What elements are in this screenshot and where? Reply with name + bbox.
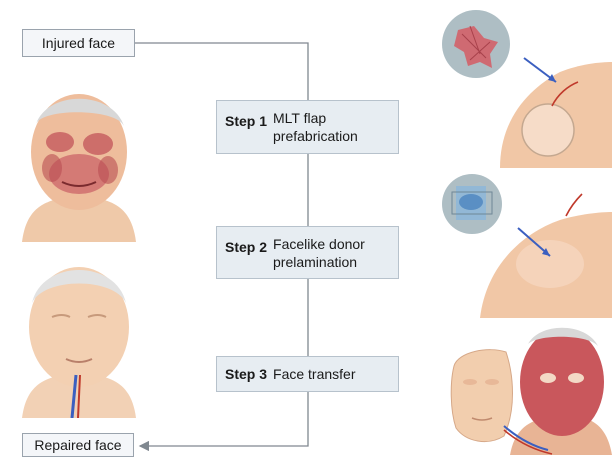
donor-prelamination-illustration-icon <box>440 172 612 318</box>
repaired-face-illustration-icon <box>12 255 146 418</box>
step-3-number: Step 3 <box>225 366 267 382</box>
flap-prefabrication-illustration-icon <box>440 8 612 168</box>
injured-face-text: Injured face <box>42 35 115 51</box>
step-3-box: Step 3 Face transfer <box>216 356 399 392</box>
step-1-box: Step 1 MLT flap prefabrication <box>216 100 399 154</box>
repaired-face-label: Repaired face <box>22 433 134 457</box>
injured-face-label: Injured face <box>22 29 135 57</box>
step-2-box: Step 2 Facelike donor prelamination <box>216 226 399 279</box>
repaired-face-text: Repaired face <box>34 437 121 453</box>
face-transfer-illustration-icon <box>448 322 612 455</box>
step-2-number: Step 2 <box>225 239 267 255</box>
step-1-text: MLT flap prefabrication <box>273 109 390 145</box>
step-2-text: Facelike donor prelamination <box>273 235 390 271</box>
step-3-text: Face transfer <box>273 365 355 383</box>
injured-face-illustration-icon <box>12 82 146 242</box>
step-1-number: Step 1 <box>225 113 267 129</box>
